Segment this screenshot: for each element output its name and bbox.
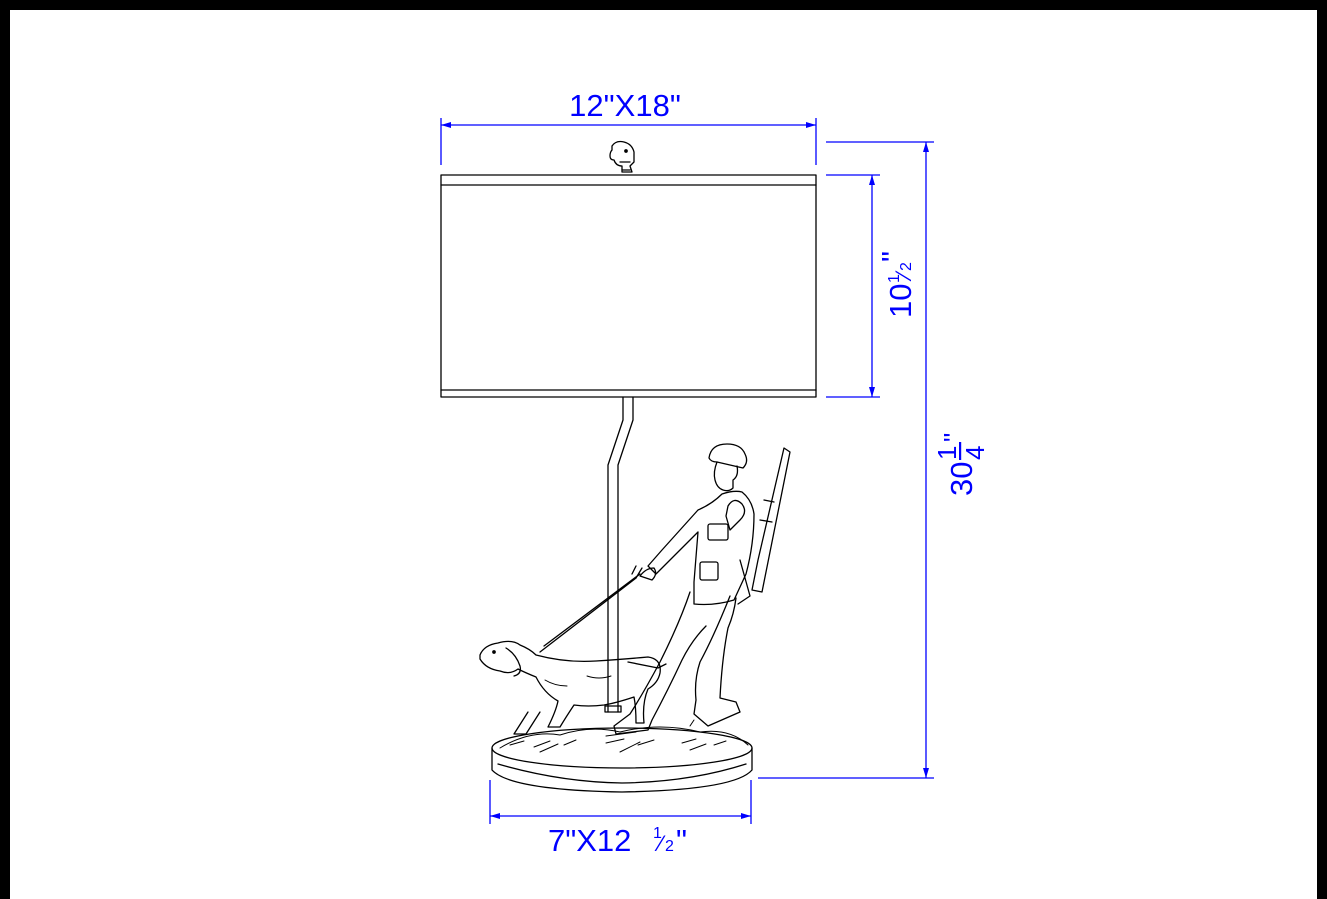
lamp-base [491,726,753,793]
base-size-den: 2 [665,838,674,855]
overall-height-whole: 30 [944,462,979,496]
shade-height-unit: " [875,251,910,262]
base-size-unit: " [676,823,687,858]
overall-height-bar [959,442,962,460]
shade-size-label: 12"X18" [569,88,681,123]
lampshade [440,174,817,398]
leash [539,565,643,653]
shade-height-den: 2 [898,262,915,271]
finial-icon [609,140,635,173]
lamp-illustration [440,140,817,793]
overall-height-num: 1 [932,446,962,460]
dimensions [440,118,934,824]
overall-height-den: 4 [960,446,990,460]
dimension-labels: 12"X18" 10 1 ⁄ 2 " 30 1 4 " 7"X12 1 ⁄ 2 … [548,88,990,858]
pointer-dog [479,640,667,735]
base-size-num: 1 [653,825,662,842]
shade-height-num: 1 [886,274,903,283]
lamp-stem [604,396,634,713]
shade-height-whole: 10 [883,284,918,318]
hunter-figure [605,443,791,737]
overall-height-unit: " [938,433,968,442]
base-size-prefix: 7"X12 [548,823,631,858]
